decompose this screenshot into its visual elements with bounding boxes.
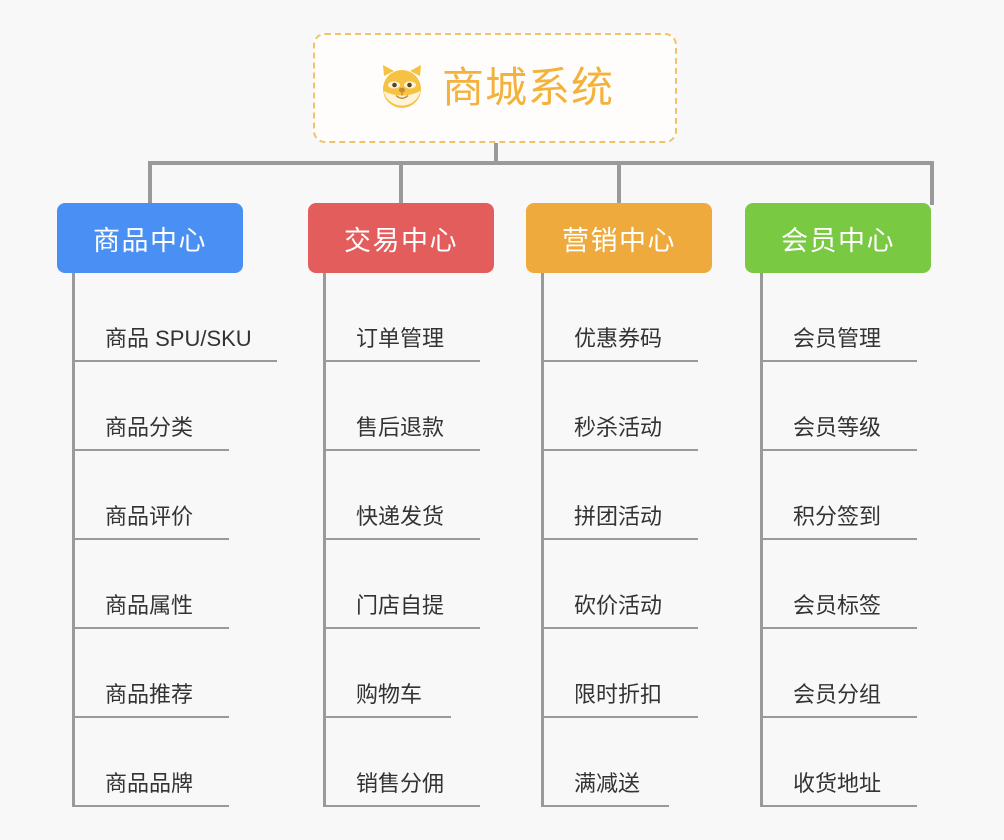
category-header-label: 营销中心 xyxy=(562,225,676,256)
leaf-item-label: 会员等级 xyxy=(793,415,882,440)
leaf-item[interactable]: 销售分佣 xyxy=(323,718,480,807)
connector-drop-2 xyxy=(399,161,403,205)
leaf-item-underline xyxy=(72,805,229,807)
leaf-item-label: 门店自提 xyxy=(356,593,445,618)
branch-stem xyxy=(72,273,75,807)
leaf-item[interactable]: 限时折扣 xyxy=(541,629,698,718)
leaf-item[interactable]: 售后退款 xyxy=(323,362,480,451)
leaf-item-label: 会员分组 xyxy=(793,682,882,707)
leaf-item-underline xyxy=(323,716,451,718)
leaf-item[interactable]: 收货地址 xyxy=(760,718,917,807)
root-title: 商城系统 xyxy=(441,64,614,111)
leaf-item-underline xyxy=(72,360,277,362)
category-header-1[interactable]: 商品中心 xyxy=(57,203,243,273)
leaf-item-underline xyxy=(760,805,917,807)
leaf-item-label: 拼团活动 xyxy=(574,504,663,529)
leaf-item[interactable]: 快递发货 xyxy=(323,451,480,540)
leaf-list: 商品 SPU/SKU 商品分类商品评价商品属性商品推荐商品品牌 xyxy=(72,273,277,807)
category-header-label: 交易中心 xyxy=(344,225,458,256)
branch-stem xyxy=(541,273,544,807)
leaf-item[interactable]: 商品 SPU/SKU xyxy=(72,273,277,362)
leaf-item-label: 砍价活动 xyxy=(574,593,663,618)
leaf-item-label: 收货地址 xyxy=(793,771,882,796)
leaf-list: 订单管理售后退款快递发货门店自提购物车销售分佣 xyxy=(323,273,480,807)
leaf-item-underline xyxy=(541,627,698,629)
leaf-item-underline xyxy=(323,805,480,807)
leaf-list: 优惠券码秒杀活动拼团活动砍价活动限时折扣满减送 xyxy=(541,273,698,807)
leaf-item-underline xyxy=(72,627,229,629)
connector-drop-4 xyxy=(930,161,934,205)
leaf-item-label: 商品推荐 xyxy=(105,682,194,707)
leaf-item[interactable]: 门店自提 xyxy=(323,540,480,629)
leaf-item-label: 商品分类 xyxy=(105,415,194,440)
leaf-item[interactable]: 商品推荐 xyxy=(72,629,252,718)
leaf-item-underline xyxy=(541,449,698,451)
category-header-4[interactable]: 会员中心 xyxy=(745,203,931,273)
leaf-item-label: 优惠券码 xyxy=(574,326,663,351)
leaf-item-label: 会员标签 xyxy=(793,593,882,618)
connector-drop-1 xyxy=(148,161,152,205)
connector-root-stub xyxy=(494,143,498,163)
branch-stem xyxy=(323,273,326,807)
leaf-item[interactable]: 商品属性 xyxy=(72,540,252,629)
leaf-item-label: 购物车 xyxy=(356,682,423,707)
leaf-item-label: 商品评价 xyxy=(105,504,194,529)
leaf-item[interactable]: 砍价活动 xyxy=(541,540,698,629)
leaf-item-underline xyxy=(323,360,480,362)
leaf-item-underline xyxy=(72,716,229,718)
leaf-item[interactable]: 会员管理 xyxy=(760,273,917,362)
leaf-item[interactable]: 积分签到 xyxy=(760,451,917,540)
leaf-item[interactable]: 商品品牌 xyxy=(72,718,252,807)
leaf-item-underline xyxy=(760,360,917,362)
leaf-item-label: 商品 SPU/SKU xyxy=(105,326,252,351)
connector-drop-3 xyxy=(617,161,621,205)
leaf-item[interactable]: 拼团活动 xyxy=(541,451,698,540)
leaf-list: 会员管理会员等级积分签到会员标签会员分组收货地址 xyxy=(760,273,917,807)
leaf-item[interactable]: 优惠券码 xyxy=(541,273,698,362)
leaf-item[interactable]: 商品评价 xyxy=(72,451,252,540)
leaf-item-underline xyxy=(541,716,698,718)
leaf-item-label: 满减送 xyxy=(574,771,641,796)
category-header-3[interactable]: 营销中心 xyxy=(526,203,712,273)
leaf-item[interactable]: 会员等级 xyxy=(760,362,917,451)
connector-horizontal-bus xyxy=(148,161,934,165)
leaf-item-underline xyxy=(760,627,917,629)
leaf-item[interactable]: 购物车 xyxy=(323,629,451,718)
leaf-item-underline xyxy=(72,449,229,451)
leaf-item-underline xyxy=(760,538,917,540)
leaf-item-underline xyxy=(541,805,669,807)
leaf-item-label: 会员管理 xyxy=(793,326,882,351)
leaf-item-label: 快递发货 xyxy=(356,504,445,529)
leaf-item[interactable]: 满减送 xyxy=(541,718,669,807)
leaf-item[interactable]: 商品分类 xyxy=(72,362,252,451)
root-node[interactable]: 商城系统 xyxy=(313,33,677,143)
leaf-item[interactable]: 订单管理 xyxy=(323,273,480,362)
category-header-label: 会员中心 xyxy=(781,225,895,256)
leaf-item-label: 限时折扣 xyxy=(574,682,663,707)
leaf-item-underline xyxy=(323,449,480,451)
leaf-item-label: 销售分佣 xyxy=(356,771,445,796)
category-header-label: 商品中心 xyxy=(93,225,207,256)
shiba-dog-face-icon xyxy=(376,62,428,114)
leaf-item-label: 商品品牌 xyxy=(105,771,194,796)
branch-stem xyxy=(760,273,763,807)
leaf-item-underline xyxy=(760,449,917,451)
leaf-item-underline xyxy=(323,627,480,629)
leaf-item-label: 秒杀活动 xyxy=(574,415,663,440)
leaf-item-label: 售后退款 xyxy=(356,415,445,440)
leaf-item-label: 商品属性 xyxy=(105,593,194,618)
leaf-item-underline xyxy=(323,538,480,540)
category-header-2[interactable]: 交易中心 xyxy=(308,203,494,273)
leaf-item-underline xyxy=(541,360,698,362)
leaf-item-underline xyxy=(541,538,698,540)
leaf-item-underline xyxy=(72,538,229,540)
leaf-item-label: 订单管理 xyxy=(356,326,445,351)
leaf-item[interactable]: 会员标签 xyxy=(760,540,917,629)
leaf-item-label: 积分签到 xyxy=(793,504,882,529)
leaf-item[interactable]: 会员分组 xyxy=(760,629,917,718)
leaf-item-underline xyxy=(760,716,917,718)
leaf-item[interactable]: 秒杀活动 xyxy=(541,362,698,451)
